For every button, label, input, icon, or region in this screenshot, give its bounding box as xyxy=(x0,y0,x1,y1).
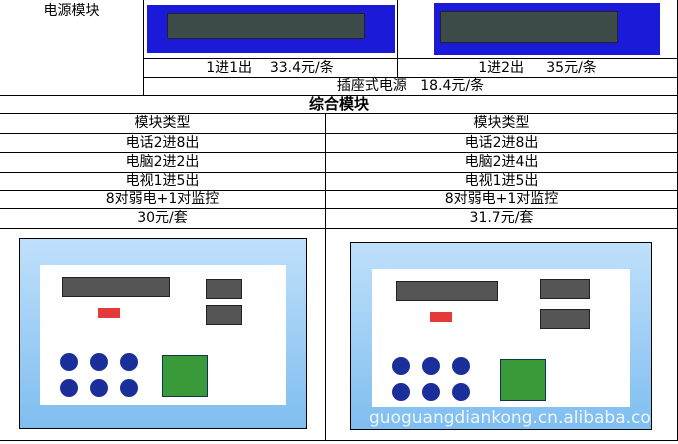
col2-price: 31.7元/套 xyxy=(469,210,534,226)
power-module-label: 电源模块 xyxy=(43,3,100,19)
divider xyxy=(0,152,678,153)
divider xyxy=(0,228,678,229)
divider xyxy=(143,0,144,95)
divider xyxy=(143,77,678,78)
divider xyxy=(325,113,326,440)
col2-tv: 电视1进5出 xyxy=(464,173,539,189)
divider xyxy=(143,58,678,59)
power-module-image-2 xyxy=(434,3,660,55)
col1-terminals: 8对弱电+1对监控 xyxy=(105,191,220,207)
combo-title: 综合模块 xyxy=(308,95,369,113)
watermark: guoguangdiankong.cn.alibaba.com xyxy=(369,408,668,428)
col1-phone: 电话2进8出 xyxy=(125,135,200,151)
col2-type-header: 模块类型 xyxy=(473,115,530,131)
col1-computer: 电脑2进2出 xyxy=(125,154,200,170)
divider xyxy=(0,113,678,114)
col2-terminals: 8对弱电+1对监控 xyxy=(444,191,559,207)
divider xyxy=(0,95,678,96)
col1-tv: 电视1进5出 xyxy=(125,173,200,189)
divider xyxy=(0,190,678,191)
col2-computer: 电脑2进4出 xyxy=(464,154,539,170)
divider xyxy=(397,0,398,77)
col2-phone: 电话2进8出 xyxy=(464,135,539,151)
divider xyxy=(0,208,678,209)
combo-module-image-1 xyxy=(19,238,307,429)
power-item-1: 1进1出 33.4元/条 xyxy=(206,60,334,76)
col1-type-header: 模块类型 xyxy=(134,115,191,131)
divider xyxy=(0,172,678,173)
socket-power-price: 插座式电源 18.4元/条 xyxy=(336,78,485,94)
combo-module-image-2: guoguangdiankong.cn.alibaba.com xyxy=(350,242,667,430)
divider xyxy=(0,133,678,134)
power-module-image-1 xyxy=(147,5,395,53)
power-item-2: 1进2出 35元/条 xyxy=(478,60,597,76)
divider xyxy=(0,440,678,441)
col1-price: 30元/套 xyxy=(137,210,188,226)
